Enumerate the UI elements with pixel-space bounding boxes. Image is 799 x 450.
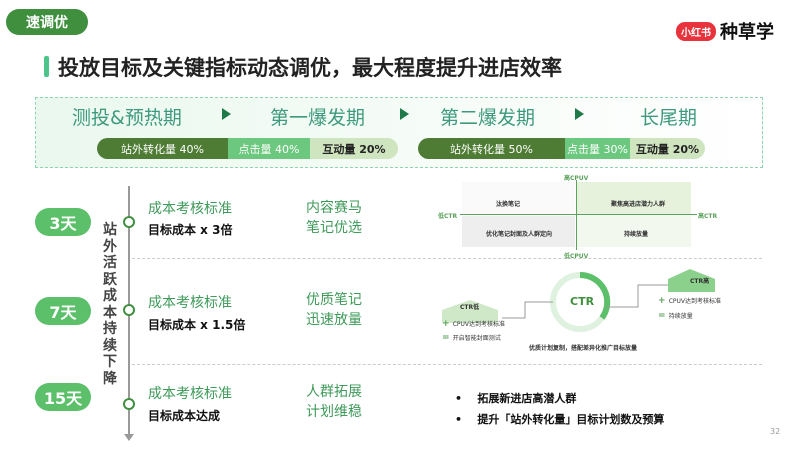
quadrant-q3 — [462, 216, 575, 247]
page-number: 32 — [770, 427, 781, 436]
divider — [132, 364, 762, 365]
phase-1: 测投&预热期 — [72, 107, 182, 129]
ctr-high-item: = 持续放量 — [658, 311, 693, 321]
bullet-text: 提升「站外转化量」目标计划数及预算 — [477, 413, 665, 426]
bar2-clicks: 点击量 30% — [565, 138, 630, 159]
divider — [132, 258, 762, 259]
standard-label: 成本考核标准 — [148, 386, 232, 402]
bar1-engagement: 互动量 20% — [310, 138, 398, 159]
quadrant-q1 — [462, 182, 575, 215]
x-axis — [460, 214, 697, 215]
action-line: 计划维稳 — [306, 404, 362, 420]
target-cost: 目标成本 x 1.5倍 — [148, 318, 246, 332]
logo-text: 种草学 — [720, 22, 774, 43]
quadrant-label: 聚焦高进店潜力人群 — [611, 201, 666, 208]
bar2-engagement: 互动量 20% — [630, 138, 705, 159]
item-text: 开启智能封面测试 — [452, 335, 501, 342]
action-line: 人群拓展 — [306, 384, 362, 400]
arrow-down-icon — [124, 434, 134, 441]
standard-label: 成本考核标准 — [148, 201, 232, 217]
equals-icon: = — [442, 333, 453, 343]
day-badge: 15天 — [35, 383, 91, 411]
section-tag: 速调优 — [6, 9, 88, 35]
timeline-dot — [123, 216, 135, 228]
day-badge: 7天 — [35, 297, 91, 325]
ctr-low-item: + CPUV达到考核标准 — [442, 319, 505, 329]
arrow-right-icon — [222, 108, 231, 120]
quadrant-label: 持续放量 — [624, 231, 649, 238]
action-line: 优质笔记 — [306, 292, 362, 308]
bullet-item: • 提升「站外转化量」目标计划数及预算 — [455, 413, 665, 426]
ctr-high-label: CTR高 — [690, 278, 710, 285]
ctr-high-shape — [668, 269, 715, 292]
plus-icon: + — [658, 296, 669, 306]
quadrant-label: 汰换笔记 — [496, 201, 521, 208]
ctr-label: CTR — [570, 295, 595, 308]
axis-label-bottom: 低CPUV — [564, 253, 589, 260]
phase-3: 第二爆发期 — [440, 107, 536, 129]
bar1-clicks: 点击量 40% — [228, 138, 310, 159]
arrow-right-icon — [575, 108, 584, 120]
logo-badge: 小红书 — [676, 21, 716, 41]
timeline-dot — [123, 398, 135, 410]
bar2-conversion: 站外转化量 50% — [418, 138, 565, 159]
title-accent — [44, 56, 49, 77]
axis-label-top: 高CPUV — [564, 175, 589, 182]
ctr-ring-progress — [579, 271, 611, 320]
item-text: CPUV达到考核标准 — [452, 321, 505, 328]
quadrant-q4 — [576, 216, 691, 247]
ctr-flow-diagram — [442, 269, 715, 332]
bullet-item: • 拓展新进店高潜人群 — [455, 392, 577, 405]
phase-4: 长尾期 — [640, 107, 698, 129]
action: 优质笔记迅速放量 — [306, 290, 362, 330]
target-cost: 目标成本 x 3倍 — [148, 223, 233, 237]
ctr-low-shape — [442, 300, 498, 323]
action: 内容赛马笔记优选 — [306, 198, 362, 238]
axis-label-right: 高CTR — [698, 213, 718, 220]
connector — [502, 301, 553, 319]
bullet-text: 拓展新进店高潜人群 — [477, 392, 577, 405]
axis-label-left: 低CTR — [438, 213, 458, 220]
ctr-high-item: + CPUV达到考核标准 — [658, 296, 721, 306]
bar1-conversion: 站外转化量 40% — [97, 138, 228, 159]
vertical-label: 站外活跃成本持续下降 — [103, 222, 117, 387]
quadrant-label: 优化笔记封面及人群定向 — [486, 231, 553, 238]
phase-2: 第一爆发期 — [270, 107, 366, 129]
quadrant-q2 — [576, 182, 691, 215]
logo: 小红书 种草学 — [676, 18, 774, 44]
arrow-right-icon — [400, 108, 409, 120]
action-line: 迅速放量 — [306, 312, 362, 328]
y-axis — [576, 180, 577, 250]
plus-icon: + — [442, 319, 453, 329]
action: 人群拓展计划维稳 — [306, 382, 362, 422]
item-text: CPUV达到考核标准 — [668, 298, 721, 305]
connector — [607, 284, 668, 308]
action-line: 笔记优选 — [306, 220, 362, 236]
item-text: 持续放量 — [668, 313, 693, 320]
action-line: 内容赛马 — [306, 200, 362, 216]
ctr-caption: 优质计划复制，搭配差异化推广目标放量 — [529, 345, 638, 352]
timeline-dot — [123, 304, 135, 316]
page-title: 投放目标及关键指标动态调优，最大程度提升进店效率 — [58, 56, 562, 80]
ctr-low-item: = 开启智能封面测试 — [442, 333, 501, 343]
standard-label: 成本考核标准 — [148, 295, 232, 311]
day-badge: 3天 — [35, 208, 91, 236]
target-cost: 目标成本达成 — [148, 409, 221, 423]
equals-icon: = — [658, 311, 669, 321]
ctr-low-label: CTR低 — [460, 304, 480, 311]
